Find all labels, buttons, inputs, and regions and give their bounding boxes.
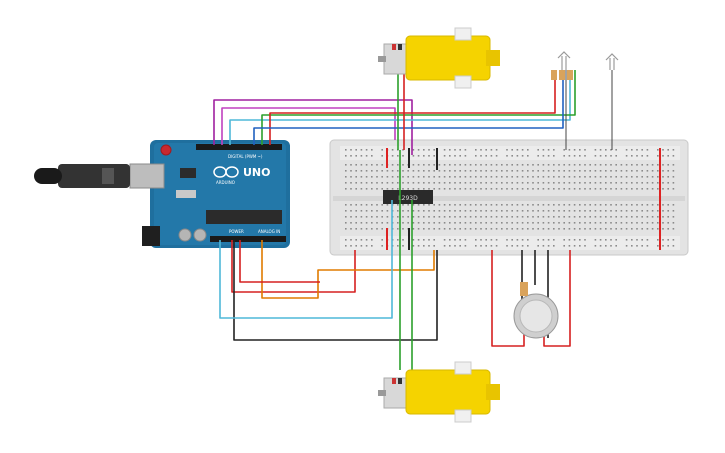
wire-orange[interactable] [261, 240, 435, 299]
wire-green-top[interactable] [261, 70, 576, 145]
resistors[interactable] [551, 70, 573, 80]
analog-header-label: ANALOG IN [258, 229, 280, 234]
wire-red-sensor[interactable] [491, 250, 525, 347]
wire-magenta[interactable] [221, 107, 396, 145]
wire-cyan-top[interactable] [229, 70, 571, 145]
power-jack [142, 226, 160, 246]
wire-black-gnd[interactable] [233, 240, 438, 341]
led[interactable] [605, 53, 619, 70]
wire-red-sensor-2[interactable] [543, 250, 571, 347]
board-brand: UNO [243, 166, 271, 179]
rgb-led[interactable] [557, 51, 571, 70]
wire-cyan-bottom[interactable] [219, 200, 393, 319]
wire-red-power[interactable] [231, 240, 356, 293]
reset-button[interactable] [160, 144, 172, 156]
usb-cable[interactable] [34, 164, 130, 188]
dc-motor-bottom[interactable] [378, 361, 500, 423]
wire-red-top[interactable] [269, 70, 556, 145]
chip-label: L293D [398, 195, 418, 202]
board-brand-small: ARDUINO [216, 180, 235, 185]
gas-sensor[interactable] [513, 282, 559, 339]
dc-motor-top[interactable] [378, 27, 500, 89]
power-header-label: POWER [229, 229, 244, 234]
wire-red-2[interactable] [239, 240, 320, 283]
breadboard-holes [345, 149, 675, 247]
wires [213, 70, 613, 370]
usb-port [129, 163, 165, 189]
motor-driver-chip[interactable]: L293D [383, 190, 433, 204]
arduino-infinity-logo [213, 166, 239, 178]
breadboard[interactable] [329, 139, 689, 256]
digital-header-label: DIGITAL (PWM ~) [228, 154, 263, 159]
wire-blue[interactable] [253, 70, 564, 145]
arduino-board[interactable]: UNO ARDUINO DIGITAL (PWM ~) POWER ANALOG… [129, 140, 290, 248]
